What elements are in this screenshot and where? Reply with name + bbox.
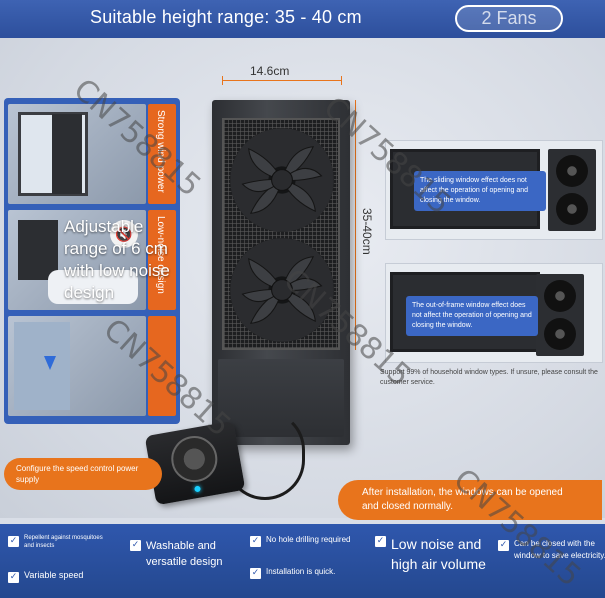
adjustable-photo	[8, 316, 146, 416]
feature-strip-label: Strong wind power	[155, 110, 166, 193]
fans-count-pill: 2 Fans	[455, 5, 563, 32]
height-range-title: Suitable height range: 35 - 40 cm	[90, 7, 362, 27]
feature-text: No hole drilling required	[266, 535, 351, 544]
width-dimension-line	[222, 76, 342, 85]
bottom-features-bar	[0, 524, 605, 598]
feature-strip-label: Low-noise design	[155, 216, 166, 294]
feature-item: ✓ Low noise and high air volume	[375, 534, 491, 574]
power-cable	[225, 410, 305, 500]
feature-strip-label	[148, 316, 162, 328]
window-glass	[14, 322, 70, 410]
feature-text: Variable speed	[24, 570, 84, 580]
window-fan-unit	[212, 100, 350, 445]
speed-knob-icon	[167, 432, 221, 486]
feature-item: ✓ Washable and versatile design	[130, 538, 236, 570]
checkbox-icon: ✓	[130, 540, 141, 551]
out-frame-window-note: The out-of-frame window effect does not …	[406, 296, 538, 336]
fan-grille	[222, 118, 340, 350]
checkbox-icon: ✓	[250, 536, 261, 547]
power-led-icon	[194, 485, 202, 493]
window-operation-callout: After installation, the windows can be o…	[338, 480, 602, 520]
feature-strip-noise: Low-noise design	[148, 210, 176, 310]
feature-item: ✓ No hole drilling required	[250, 534, 356, 547]
arrow-down-icon	[44, 356, 56, 370]
mini-fan	[18, 220, 58, 280]
checkbox-icon: ✓	[375, 536, 386, 547]
top-banner: Suitable height range: 35 - 40 cm 2 Fans	[0, 0, 605, 38]
checkbox-icon: ✓	[498, 540, 509, 551]
speed-control-callout: Configure the speed control power supply	[4, 458, 162, 490]
checkbox-icon: ✓	[8, 572, 19, 583]
bed	[48, 270, 138, 304]
height-dimension-line	[355, 100, 356, 350]
feature-item: ✓ Repellent against mosquitoes and insect…	[8, 534, 114, 550]
height-dimension-label: 35-40cm	[360, 208, 374, 255]
feature-strip-wind: Strong wind power	[148, 104, 176, 204]
feature-panel: Strong wind power 🔇 Low-noise design	[4, 98, 180, 424]
checkbox-icon: ✓	[250, 568, 261, 579]
feature-text: Low noise and high air volume	[391, 536, 486, 572]
feature-item: ✓ Can be closed with the window to save e…	[498, 538, 605, 562]
support-note: Support 99% of household window types. I…	[380, 369, 598, 386]
adjustable-range-text: Adjustable range of 6 cm with low noise …	[64, 217, 170, 302]
mini-fan	[548, 149, 596, 231]
checkbox-icon: ✓	[8, 536, 19, 547]
feature-strip-adjust	[148, 316, 176, 416]
width-dimension-label: 14.6cm	[250, 64, 290, 78]
sleeping-photo: 🔇	[8, 210, 146, 310]
feature-text: Repellent against mosquitoes and insects	[24, 535, 103, 549]
mute-speaker-icon: 🔇	[110, 220, 138, 248]
mini-fan	[52, 114, 82, 194]
feature-item: ✓ Installation is quick.	[250, 566, 356, 579]
window-installed-photo	[8, 104, 146, 204]
fan-blade-icon	[230, 238, 334, 342]
sliding-window-note: The sliding window effect does not affec…	[414, 171, 546, 211]
out-frame-window-install: The out-of-frame window effect does not …	[385, 263, 603, 363]
feature-item: ✓ Variable speed	[8, 570, 114, 583]
fan-blade-icon	[230, 128, 334, 232]
sliding-window-install: The sliding window effect does not affec…	[385, 140, 603, 240]
feature-text: Installation is quick.	[266, 567, 336, 576]
feature-text: Can be closed with the window to save el…	[514, 539, 605, 560]
feature-text: Washable and versatile design	[146, 540, 223, 568]
mini-fan	[536, 274, 584, 356]
